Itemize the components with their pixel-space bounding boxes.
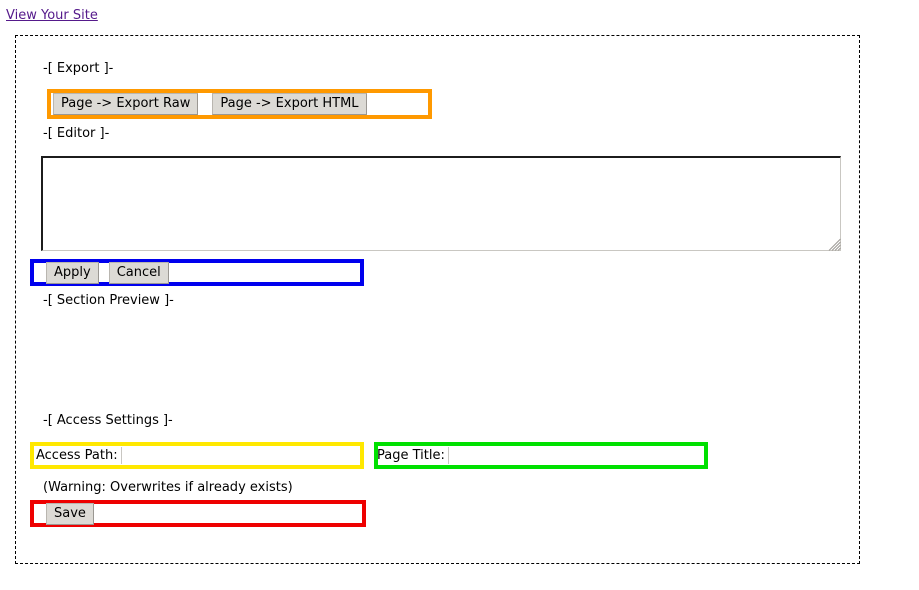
editor-section-label: -[ Editor ]- <box>43 126 110 141</box>
access-path-input[interactable] <box>120 447 360 464</box>
export-raw-button[interactable]: Page -> Export Raw <box>53 93 199 115</box>
save-button[interactable]: Save <box>46 502 94 525</box>
textarea-resize-grip[interactable] <box>828 238 841 251</box>
admin-panel: -[ Export ]- Page -> Export Raw Page -> … <box>15 35 860 564</box>
export-button-row: Page -> Export Raw Page -> Export HTML <box>51 93 367 115</box>
view-your-site-link[interactable]: View Your Site <box>6 8 98 23</box>
access-path-highlight: Access Path: <box>30 442 364 469</box>
access-settings-label: -[ Access Settings ]- <box>43 413 173 428</box>
page-title-highlight: Page Title: <box>374 442 708 469</box>
export-buttons-highlight: Page -> Export Raw Page -> Export HTML <box>47 89 432 119</box>
apply-button[interactable]: Apply <box>46 261 99 284</box>
page-title-label: Page Title: <box>377 447 445 463</box>
export-section-label: -[ Export ]- <box>43 61 114 76</box>
cancel-button[interactable]: Cancel <box>108 261 169 284</box>
section-preview-area <box>43 314 833 404</box>
overwrite-warning-text: (Warning: Overwrites if already exists) <box>43 480 293 495</box>
page-title-input[interactable] <box>447 447 688 464</box>
export-html-button[interactable]: Page -> Export HTML <box>212 93 367 115</box>
section-preview-label: -[ Section Preview ]- <box>43 293 174 308</box>
save-button-highlight: Save <box>30 500 366 527</box>
editor-actions-highlight: Apply Cancel <box>30 259 364 286</box>
editor-textarea[interactable] <box>41 156 841 251</box>
editor-action-button-row: Apply Cancel <box>34 261 169 284</box>
access-path-label: Access Path: <box>36 447 118 463</box>
